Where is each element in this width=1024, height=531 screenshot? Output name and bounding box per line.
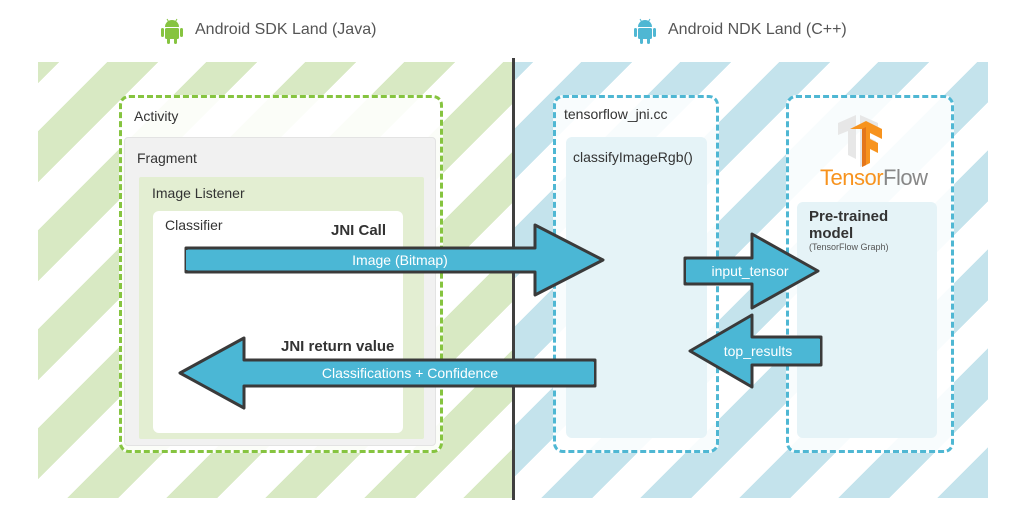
tensorflow-logo-icon [838, 115, 882, 167]
sdk-land-title: Android SDK Land (Java) [195, 21, 377, 38]
input-tensor-arrow [683, 232, 820, 310]
tensorflow-word-flow: Flow [883, 165, 928, 190]
fragment-label: Fragment [137, 150, 197, 166]
image-bitmap-arrow [184, 223, 605, 297]
classify-function-box: classifyImageRgb() [566, 137, 707, 438]
land-divider [512, 58, 515, 500]
classifications-arrow [178, 336, 597, 410]
image-listener-label: Image Listener [152, 185, 245, 201]
tensorflow-word-tensor: Tensor [820, 165, 884, 190]
activity-label: Activity [134, 108, 179, 124]
tensorflow-wordmark: TensorFlow [820, 165, 928, 191]
pretrained-model-box: Pre-trained model (TensorFlow Graph) [797, 202, 937, 438]
tensorflow-jni-label: tensorflow_jni.cc [564, 106, 668, 122]
top-results-arrow [688, 313, 823, 389]
pretrained-model-subtitle: (TensorFlow Graph) [809, 242, 889, 252]
android-ndk-icon [634, 18, 656, 44]
classifier-label: Classifier [165, 217, 223, 233]
android-sdk-icon [161, 18, 183, 44]
ndk-land-title: Android NDK Land (C++) [668, 21, 847, 38]
jni-return-label: JNI return value [281, 338, 395, 355]
pretrained-model-label: Pre-trained model [809, 208, 889, 242]
classify-function-label: classifyImageRgb() [573, 149, 693, 165]
jni-call-label: JNI Call [331, 222, 387, 239]
